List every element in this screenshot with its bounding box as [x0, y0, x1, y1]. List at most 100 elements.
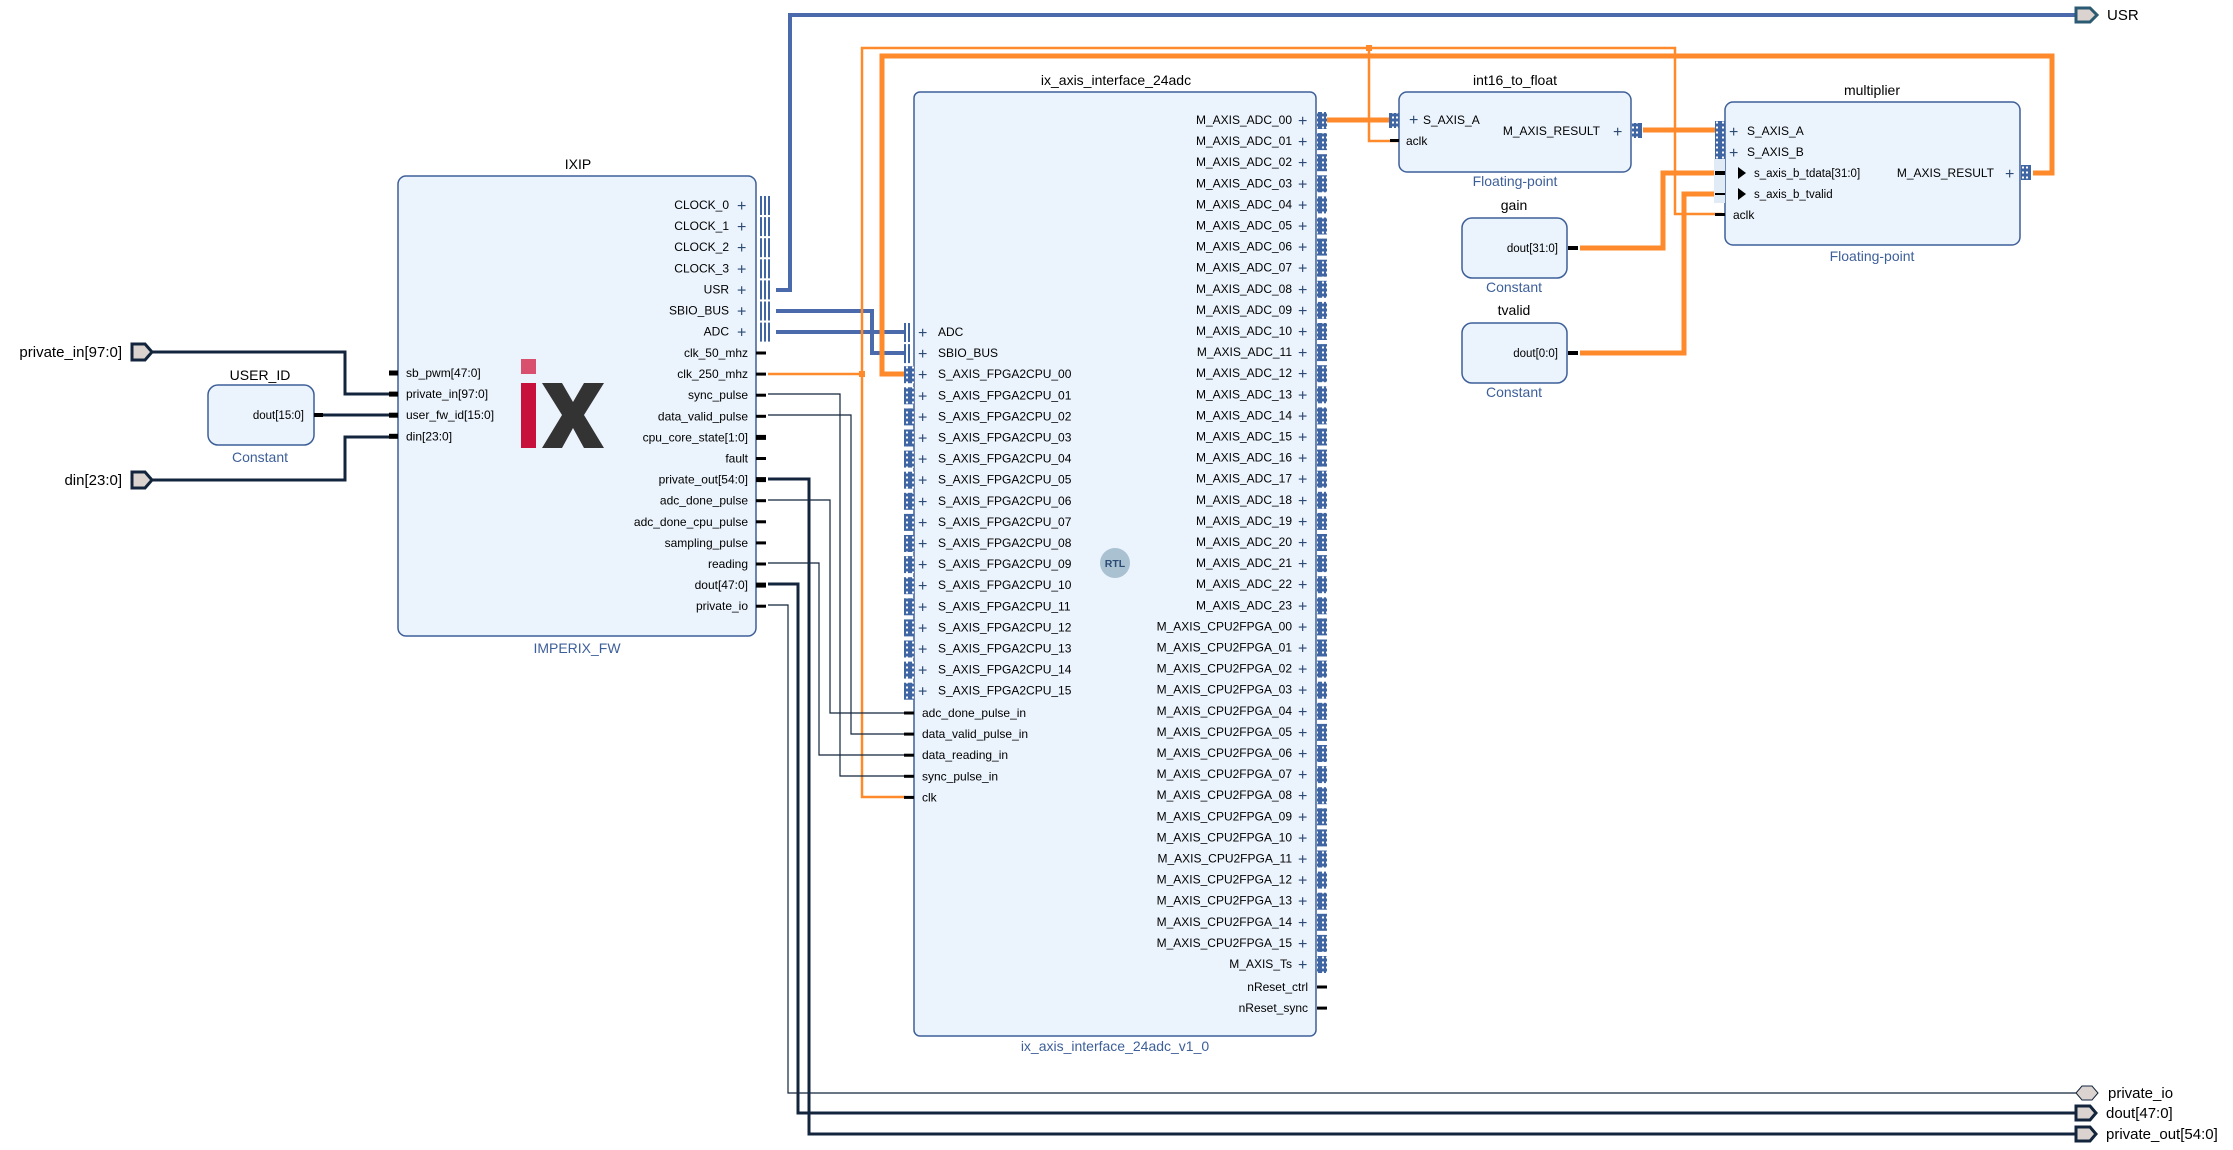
interface-pin[interactable]: [1317, 934, 1327, 952]
interface-pin[interactable]: [760, 196, 770, 215]
port-pin[interactable]: [756, 372, 766, 376]
port-pin[interactable]: [904, 795, 914, 799]
interface-pin[interactable]: [1317, 344, 1327, 362]
port-pin[interactable]: [1568, 351, 1578, 355]
interface-pin[interactable]: [1317, 217, 1327, 235]
port-pin[interactable]: [314, 413, 323, 417]
external-port-private-out[interactable]: private_out[54:0]: [2074, 1125, 2218, 1143]
interface-pin[interactable]: [904, 387, 914, 405]
port-pin[interactable]: [389, 433, 398, 439]
interface-pin[interactable]: [1317, 301, 1327, 319]
net-tvalid[interactable]: [1580, 191, 1722, 356]
interface-pin[interactable]: [1317, 133, 1327, 151]
port-pin[interactable]: [756, 351, 766, 355]
port-pin[interactable]: [756, 562, 766, 566]
expand-plus-icon[interactable]: +: [918, 431, 927, 448]
interface-pin[interactable]: [904, 556, 914, 574]
interface-pin[interactable]: [1317, 892, 1327, 910]
interface-pin[interactable]: [1317, 766, 1327, 784]
expand-plus-icon[interactable]: +: [1298, 683, 1307, 700]
port-pin[interactable]: [1715, 171, 1725, 175]
interface-pin[interactable]: [1317, 196, 1327, 214]
interface-pin[interactable]: [1317, 555, 1327, 573]
port-pin[interactable]: [389, 370, 398, 376]
expand-plus-icon[interactable]: +: [2005, 166, 2014, 183]
interface-pin[interactable]: [1317, 323, 1327, 340]
interface-pin[interactable]: [760, 238, 770, 258]
interface-pin[interactable]: [2021, 165, 2031, 180]
interface-pin[interactable]: [760, 217, 770, 237]
expand-plus-icon[interactable]: +: [918, 325, 927, 342]
expand-plus-icon[interactable]: +: [737, 325, 746, 342]
expand-plus-icon[interactable]: +: [1298, 788, 1307, 805]
port-pin[interactable]: [904, 711, 914, 715]
net-din[interactable]: [152, 435, 390, 482]
port-pin[interactable]: [1715, 193, 1725, 195]
expand-plus-icon[interactable]: +: [737, 261, 746, 278]
net-data-valid[interactable]: [768, 414, 905, 735]
interface-pin[interactable]: [1317, 956, 1327, 973]
interface-pin[interactable]: [904, 535, 914, 552]
expand-plus-icon[interactable]: +: [918, 599, 927, 616]
interface-pin[interactable]: [760, 301, 770, 321]
expand-plus-icon[interactable]: +: [737, 198, 746, 215]
port-pin[interactable]: [1715, 213, 1725, 216]
expand-plus-icon[interactable]: +: [1298, 577, 1307, 594]
interface-pin[interactable]: [1317, 723, 1327, 741]
expand-plus-icon[interactable]: +: [1729, 145, 1738, 162]
expand-plus-icon[interactable]: +: [1298, 387, 1307, 404]
expand-plus-icon[interactable]: +: [1298, 113, 1307, 130]
interface-pin[interactable]: [904, 598, 914, 616]
block-ix-axis-interface[interactable]: ix_axis_interface_24adc +ADC+SBIO_BUS+S_…: [904, 72, 1327, 1054]
interface-pin[interactable]: [1317, 259, 1327, 277]
port-pin[interactable]: [756, 434, 766, 440]
block-body[interactable]: [1461, 217, 1568, 279]
block-user-id[interactable]: USER_ID dout[15:0] Constant: [207, 367, 323, 465]
port-pin[interactable]: [756, 582, 766, 588]
expand-plus-icon[interactable]: +: [1298, 155, 1307, 172]
expand-plus-icon[interactable]: +: [918, 346, 927, 363]
expand-plus-icon[interactable]: +: [1298, 408, 1307, 425]
net-sync-pulse[interactable]: [768, 393, 905, 777]
expand-plus-icon[interactable]: +: [1298, 957, 1307, 974]
interface-pin[interactable]: [1317, 808, 1327, 826]
interface-pin[interactable]: [1317, 491, 1327, 509]
port-pin[interactable]: [904, 774, 914, 778]
interface-pin[interactable]: [904, 429, 914, 447]
interface-pin[interactable]: [1317, 745, 1327, 762]
port-pin[interactable]: [756, 520, 766, 524]
expand-plus-icon[interactable]: +: [1298, 134, 1307, 151]
interface-pin[interactable]: [904, 408, 914, 426]
port-pin[interactable]: [904, 753, 914, 757]
interface-pin[interactable]: [1317, 829, 1327, 847]
expand-plus-icon[interactable]: +: [1298, 746, 1307, 763]
block-ixip[interactable]: IXIP CLOCK_0+CLOCK_1+CLOCK_2+CLOCK_3+USR…: [389, 156, 770, 656]
expand-plus-icon[interactable]: +: [1298, 852, 1307, 869]
net-private-in[interactable]: [152, 350, 390, 396]
interface-pin[interactable]: [904, 619, 914, 637]
interface-pin[interactable]: [904, 513, 914, 531]
port-pin[interactable]: [389, 391, 398, 397]
expand-plus-icon[interactable]: +: [1298, 556, 1307, 573]
interface-pin[interactable]: [1317, 175, 1327, 193]
interface-pin[interactable]: [904, 640, 914, 658]
expand-plus-icon[interactable]: +: [918, 367, 927, 384]
interface-pin[interactable]: [904, 661, 914, 679]
expand-plus-icon[interactable]: +: [1409, 112, 1418, 129]
interface-pin[interactable]: [1317, 449, 1327, 467]
interface-pin[interactable]: [1632, 123, 1642, 138]
interface-pin[interactable]: [1317, 576, 1327, 594]
net-mult-result[interactable]: [879, 53, 2055, 377]
net-clk-250-int16[interactable]: [1367, 48, 1398, 143]
port-pin[interactable]: [1317, 1006, 1327, 1010]
net-gain[interactable]: [1580, 170, 1722, 251]
interface-pin[interactable]: [1317, 850, 1327, 868]
interface-pin[interactable]: [1317, 660, 1327, 678]
interface-pin[interactable]: [1317, 913, 1327, 931]
expand-plus-icon[interactable]: +: [918, 536, 927, 553]
expand-plus-icon[interactable]: +: [737, 304, 746, 321]
expand-plus-icon[interactable]: +: [1298, 493, 1307, 510]
interface-pin[interactable]: [1317, 787, 1327, 805]
external-port-dout[interactable]: dout[47:0]: [2074, 1104, 2173, 1122]
expand-plus-icon[interactable]: +: [1298, 767, 1307, 784]
